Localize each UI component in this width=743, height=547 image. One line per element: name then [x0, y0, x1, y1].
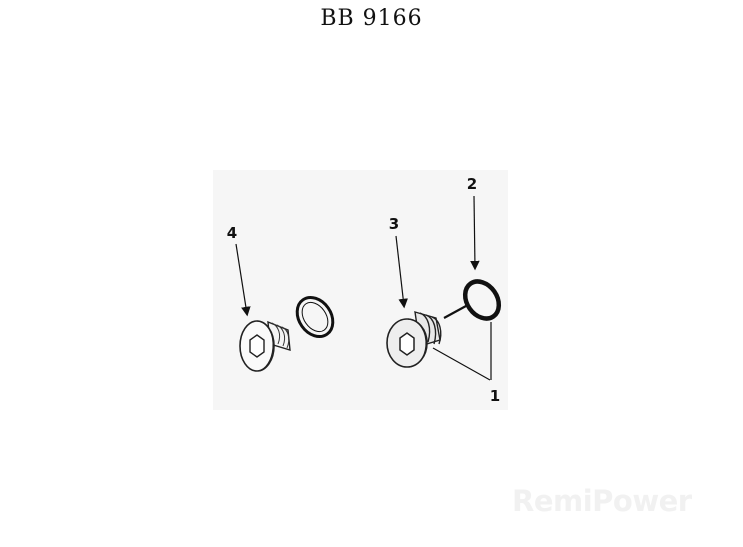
- washer-right: [462, 279, 502, 321]
- plug-left: [239, 320, 291, 372]
- callout-4: 4: [227, 224, 237, 242]
- watermark: RemiPower: [512, 484, 692, 518]
- washer-left: [295, 296, 335, 338]
- plug-right: [386, 311, 442, 368]
- leader-2: [470, 195, 480, 271]
- callout-3: 3: [389, 215, 399, 233]
- leader-1a: [432, 347, 491, 381]
- callout-2: 2: [467, 175, 477, 193]
- leader-4: [235, 243, 251, 317]
- connector-line: [443, 305, 467, 319]
- leader-3: [395, 235, 408, 309]
- callout-1: 1: [490, 387, 500, 405]
- page-title: BB 9166: [320, 6, 423, 31]
